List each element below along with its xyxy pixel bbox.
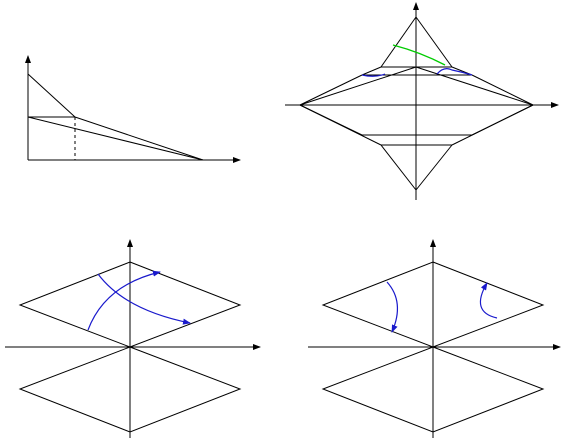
blue-arrow-curve xyxy=(386,281,398,333)
blue-arrow-curve xyxy=(97,273,191,325)
edge xyxy=(27,73,76,118)
panel-top-right xyxy=(285,2,559,200)
lower-diamond xyxy=(321,346,545,433)
lower-diamond xyxy=(18,346,242,433)
edge xyxy=(415,144,453,191)
edge xyxy=(415,66,534,106)
edge xyxy=(471,74,534,106)
edge xyxy=(299,74,363,106)
edge xyxy=(415,16,453,68)
edge xyxy=(27,116,204,161)
edge xyxy=(361,66,382,76)
blue-curve xyxy=(436,68,473,76)
edge xyxy=(74,116,204,161)
edge xyxy=(451,104,534,146)
panel-top-left xyxy=(25,55,241,163)
edge xyxy=(299,66,417,106)
green-curve xyxy=(392,44,446,66)
edge xyxy=(380,16,417,68)
panel-bottom-right xyxy=(308,239,561,438)
blue-arrow-curve xyxy=(87,270,161,331)
edge xyxy=(299,104,382,146)
blue-arrow-curve xyxy=(479,282,498,319)
edge xyxy=(380,144,417,191)
blue-curve xyxy=(361,73,386,77)
panel-bottom-left xyxy=(5,239,261,438)
